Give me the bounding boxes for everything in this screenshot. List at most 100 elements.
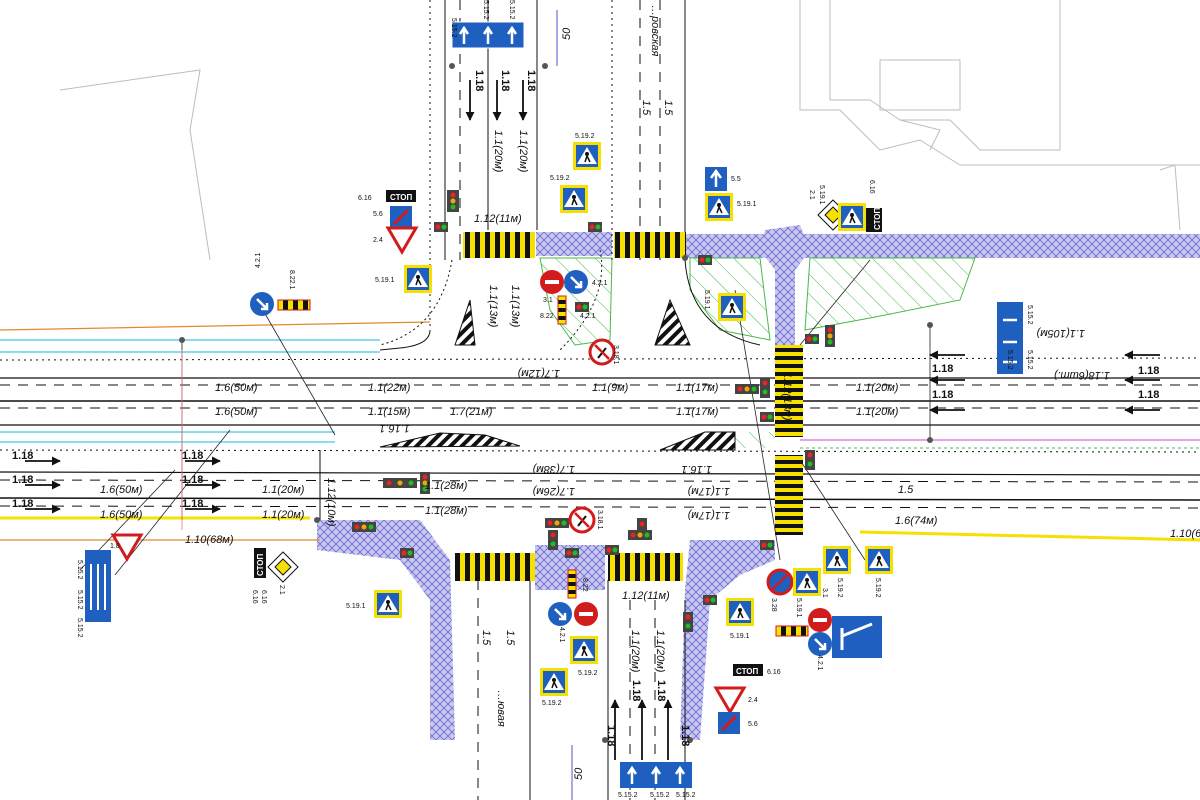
one-way-icon bbox=[705, 167, 727, 191]
sign-code-label: 5.19.2 bbox=[874, 578, 881, 598]
pedestrian-crossing-icon bbox=[570, 636, 598, 664]
pedestrian-crossing-icon bbox=[404, 265, 432, 293]
stop-plate-icon bbox=[254, 548, 266, 578]
sign-code-label: 5.15.2 bbox=[676, 792, 696, 799]
marking-label: 1.1(17м) bbox=[676, 406, 719, 418]
marking-label: 1.1(20м) bbox=[856, 382, 899, 394]
sign-code-label: 5.19.1 bbox=[737, 201, 757, 208]
sign-code-label: 5.19.2 bbox=[575, 133, 595, 140]
marking-label: 1.18(6шт.) bbox=[1054, 369, 1110, 381]
sign-code-label: 5.15.2 bbox=[450, 18, 457, 38]
chevron-area-east bbox=[659, 431, 736, 451]
marking-label: 1.1(28м) bbox=[425, 505, 468, 517]
pedestrian-crossing-icon bbox=[374, 590, 402, 618]
sign-code-label: 4.2.1 bbox=[816, 655, 823, 671]
stop-plate-icon bbox=[866, 208, 882, 232]
marking-bold-label: 1.18 bbox=[525, 70, 537, 91]
sign-code-label: 5.15.2 bbox=[482, 0, 489, 20]
road-signs bbox=[85, 21, 1023, 788]
sign-code-label: 4.2.1 bbox=[558, 627, 565, 643]
sign-code-label: 1.8 bbox=[110, 543, 120, 550]
marking-label: 1.6(50м) bbox=[215, 406, 258, 418]
sign-code-label: 3.18.1 bbox=[596, 510, 603, 530]
pedestrian-crossing-icon bbox=[823, 546, 851, 574]
sign-code-label: 5.19.2 bbox=[578, 670, 598, 677]
tram-lines bbox=[0, 339, 380, 443]
sign-code-label: 5.15.2 bbox=[76, 590, 83, 610]
chevron-area-west bbox=[379, 432, 521, 448]
sign-code-label: 5.19.2 bbox=[550, 175, 570, 182]
marking-label: 1.1(20м) bbox=[629, 630, 641, 673]
pedestrian-crossing-icon bbox=[718, 293, 746, 321]
marking-label: 1.5 bbox=[662, 100, 674, 116]
priority-road-icon bbox=[267, 551, 299, 583]
marking-label: 1.1(9м) bbox=[592, 382, 629, 394]
sign-code-label: 5.15.2 bbox=[508, 0, 515, 20]
marking-label: 1.1(22м) bbox=[368, 382, 411, 394]
no-entry-icon bbox=[574, 602, 598, 626]
marking-bold-label: 1.18 bbox=[1138, 365, 1159, 377]
sign-code-label: 5.15.2 bbox=[76, 618, 83, 638]
marking-label: 1.12(11м) bbox=[622, 590, 670, 602]
yield-icon bbox=[385, 226, 419, 255]
crosswalks bbox=[455, 232, 803, 581]
marking-labels: 1.12(11м) 1.1(20м) 1.1(20м) 1.5 1.5 1.18… bbox=[100, 70, 1200, 746]
stop-plate-label: СТОП bbox=[390, 193, 412, 202]
sign-code-label: 5.15.2 bbox=[76, 560, 83, 580]
barrier-8-22-icon bbox=[557, 295, 567, 325]
marking-bold-label: 1.18 bbox=[1138, 389, 1159, 401]
lane-sign-east-icon bbox=[997, 302, 1023, 374]
sign-code-label: 5.19.2 bbox=[542, 700, 562, 707]
marking-bold-label: 1.18 bbox=[12, 474, 33, 486]
marking-bold-label: 1.18 bbox=[182, 450, 203, 462]
lane-end-icon bbox=[390, 206, 412, 228]
marking-label: 1.12(10м) bbox=[325, 478, 337, 527]
marking-label: 1.18 bbox=[605, 725, 617, 746]
stop-plate-label: СТОП bbox=[873, 208, 882, 230]
marking-label: 1.18 bbox=[679, 725, 691, 746]
stop-plate-icon bbox=[386, 190, 416, 202]
street-name-north: …ровская bbox=[649, 5, 661, 57]
sign-code-label: 5.19.1 bbox=[375, 277, 395, 284]
sign-code-label: 6.16 bbox=[358, 195, 372, 202]
sidewalk-paving bbox=[317, 225, 1200, 740]
sign-code-label: 5.6 bbox=[748, 721, 758, 728]
marking-label: 1.10(6 bbox=[1170, 528, 1200, 540]
pedestrian-crossing-icon bbox=[865, 546, 893, 574]
marking-label: 1.1(13м) bbox=[509, 285, 521, 328]
sign-code-label: 5.19.2 bbox=[836, 578, 843, 598]
marking-label: 1.18 bbox=[655, 680, 667, 701]
dimension-north: 50 bbox=[561, 27, 573, 40]
marking-label: 1.1(17м) bbox=[687, 485, 730, 497]
marking-label: 1.1(13м) bbox=[487, 285, 499, 328]
sign-code-label: 4.2.1 bbox=[255, 252, 262, 268]
no-entry-icon bbox=[540, 270, 564, 294]
keep-right-icon bbox=[250, 292, 274, 316]
sign-code-label: 5.15.2 bbox=[1026, 305, 1033, 325]
marking-label: 1.16.1 bbox=[379, 422, 410, 434]
marking-label: 1.6(50м) bbox=[215, 382, 258, 394]
sign-code-label: 5.5 bbox=[731, 176, 741, 183]
sign-codes: 5.15.2 5.15.2 5.15.2 5.19.2 5.19.2 5.5 5… bbox=[76, 0, 1033, 799]
pedestrian-crossing-icon bbox=[540, 668, 568, 696]
no-parking-icon bbox=[766, 568, 794, 596]
marking-label: 1.1(20м) bbox=[492, 130, 504, 173]
sign-code-label: 5.19.1 bbox=[346, 603, 366, 610]
marking-label: 1.1(20м) bbox=[262, 509, 305, 521]
marking-label: 1.7(21м) bbox=[450, 406, 493, 418]
marking-bold-label: 1.18 bbox=[12, 450, 33, 462]
marking-label: 1.18 bbox=[499, 70, 511, 91]
marking-label: 1.12(11м) bbox=[474, 213, 522, 225]
sign-code-label: 2.1 bbox=[808, 190, 815, 200]
barrier-8-22-icon bbox=[567, 569, 577, 599]
sign-code-label: 5.19.1 bbox=[818, 185, 825, 205]
marking-label: 1.1(105м) bbox=[1036, 327, 1085, 339]
marking-label: 1.5 bbox=[504, 630, 516, 646]
sign-code-label: 8.22.1 bbox=[288, 270, 295, 290]
barrier-8-22-1-icon bbox=[277, 299, 311, 311]
marking-label: 1.12(13м) bbox=[781, 372, 793, 421]
pedestrian-crossing-icon bbox=[560, 185, 588, 213]
sign-code-label: 5.15.2 bbox=[618, 792, 638, 799]
marking-label: 1.1(20м) bbox=[654, 630, 666, 673]
